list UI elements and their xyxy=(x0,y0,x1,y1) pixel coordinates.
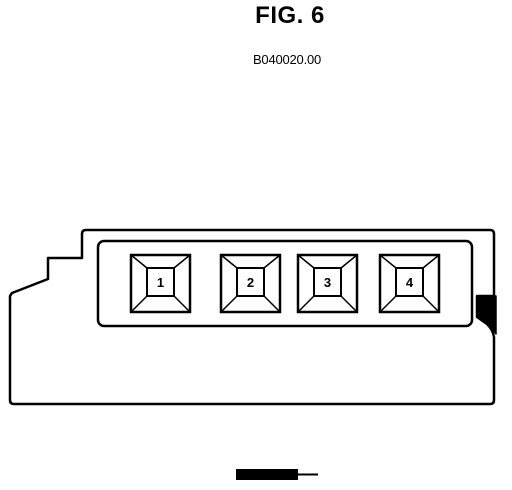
key-panel xyxy=(96,239,474,328)
key-1: 1 xyxy=(129,253,192,314)
figure-code: B040020.00 xyxy=(252,52,322,67)
key-3: 3 xyxy=(296,253,359,314)
figure-title: FIG. 6 xyxy=(255,2,325,29)
key-4-label: 4 xyxy=(406,275,414,290)
key-4: 4 xyxy=(378,253,441,314)
side-tab xyxy=(476,295,497,335)
key-2: 2 xyxy=(219,253,282,314)
connector-symbol xyxy=(236,469,318,480)
key-1-label: 1 xyxy=(157,275,164,290)
key-3-label: 3 xyxy=(324,275,331,290)
key-2-label: 2 xyxy=(247,275,254,290)
